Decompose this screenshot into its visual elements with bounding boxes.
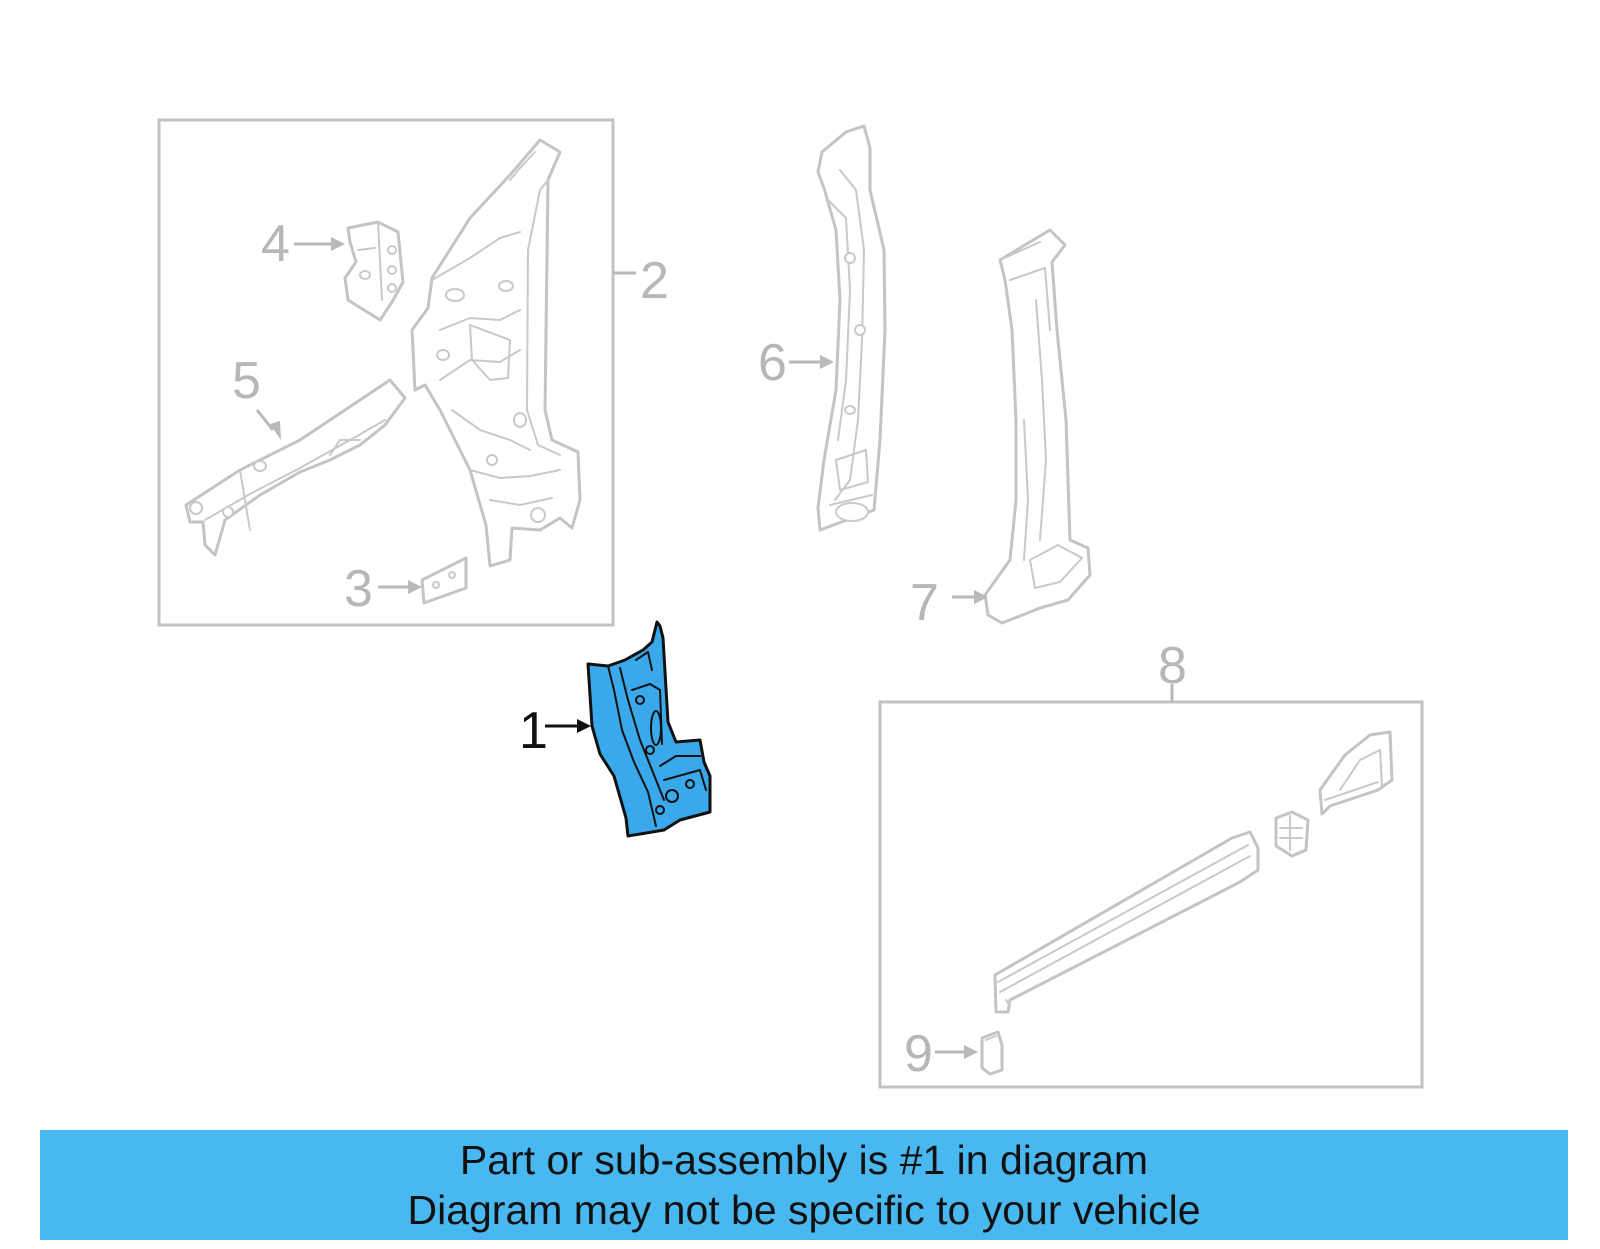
part-7-b-pillar [983,228,1092,625]
part-9-plug [980,1030,1004,1076]
info-banner: Part or sub-assembly is #1 in diagram Di… [40,1130,1568,1240]
part-2-pillar-panel [410,138,582,568]
callout-2: 2 [640,252,669,310]
callout-4: 4 [261,215,290,273]
callout-6: 6 [758,334,787,392]
part-4-bracket [343,220,405,322]
assembly-box-8 [878,700,1424,1089]
banner-line-1: Part or sub-assembly is #1 in diagram [459,1137,1149,1183]
part-3-plate [420,556,468,605]
banner-line-2: Diagram may not be specific to your vehi… [407,1187,1201,1233]
assembly-box-2 [157,118,615,627]
part-5-side-member [184,378,407,557]
callout-8: 8 [1158,637,1187,695]
callout-5: 5 [232,352,261,410]
part-1-highlighted [586,620,712,838]
callout-7: 7 [910,574,939,632]
part-6-reinforcement [816,124,887,532]
callout-9: 9 [904,1025,933,1083]
callout-1: 1 [519,702,548,760]
part-8-rocker-panel [993,730,1394,1014]
callout-3: 3 [344,560,373,618]
